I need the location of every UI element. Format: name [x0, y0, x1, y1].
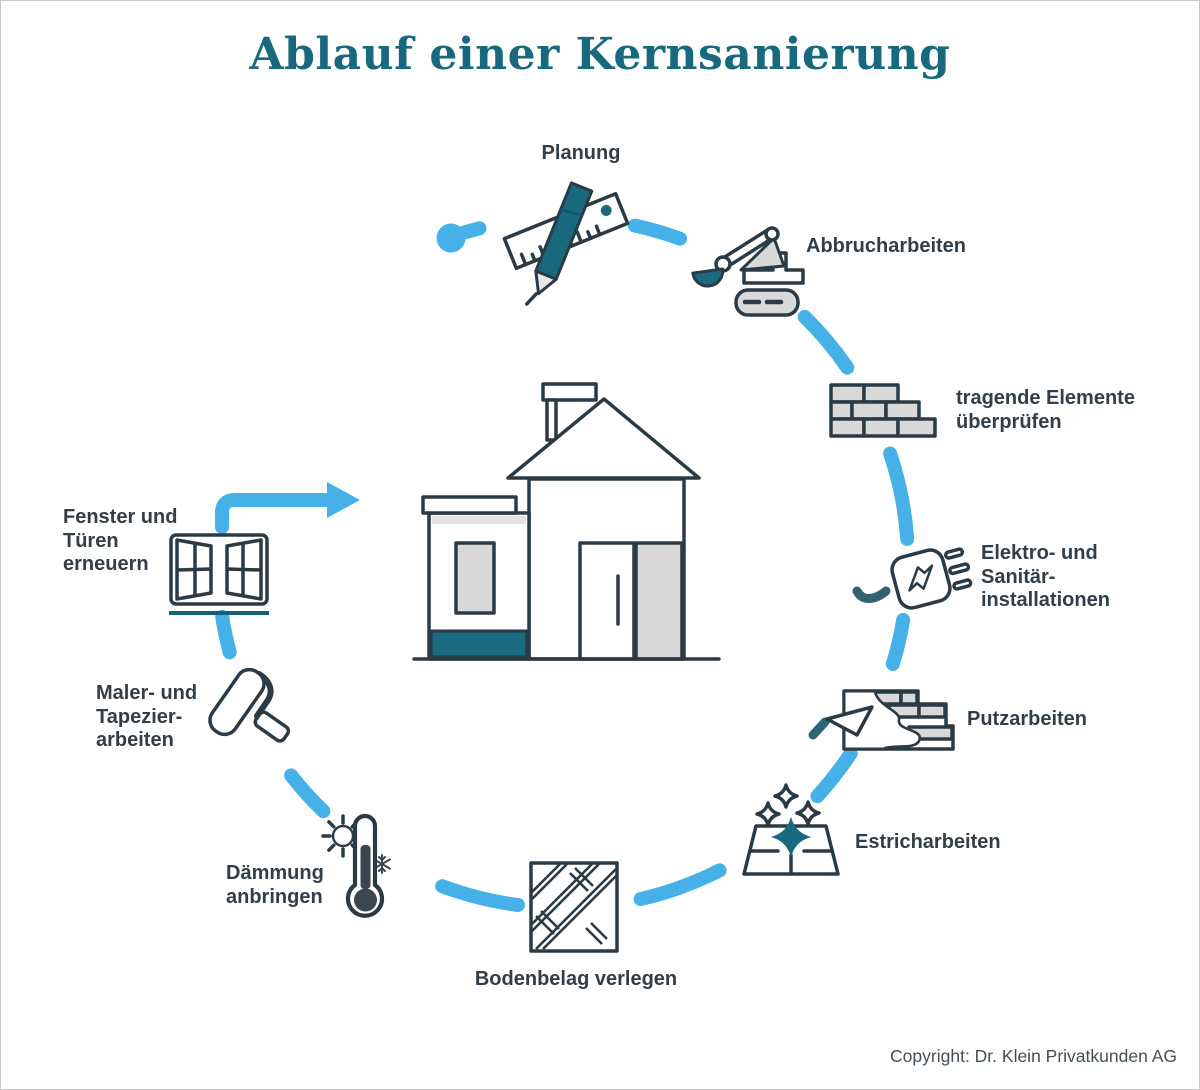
step-label-putzarbeiten: Putzarbeiten	[967, 708, 1088, 730]
paint-roller-icon	[208, 667, 291, 743]
path-dash	[633, 863, 727, 907]
cycle-path	[215, 218, 915, 912]
copyright-text: Copyright: Dr. Klein Privatkunden AG	[890, 1046, 1177, 1066]
step-label-planung: Planung	[541, 142, 621, 164]
flow-arrow	[215, 482, 360, 534]
screed-floor-icon	[742, 783, 840, 876]
path-dash	[284, 768, 331, 819]
path-dash	[435, 879, 525, 912]
excavator-icon	[691, 226, 805, 317]
open-window-icon	[169, 533, 269, 615]
thermometer-icon	[321, 813, 391, 918]
path-dash	[885, 612, 911, 671]
path-dash	[627, 218, 687, 246]
path-dash	[797, 309, 855, 375]
step-label-fenster-tueren: Fenster und Türen erneuern	[63, 506, 178, 575]
step-label-elektro-sanitaer: Elektro- und Sanitär- installationen	[981, 542, 1110, 611]
step-label-estricharbeiten: Estricharbeiten	[855, 831, 1001, 853]
plaster-trowel-icon	[808, 689, 955, 751]
start-dot	[436, 223, 466, 253]
step-label-maler-tapezier: Maler- und Tapezier- arbeiten	[96, 682, 198, 751]
step-label-abbrucharbeiten: Abbrucharbeiten	[806, 235, 967, 257]
house-icon	[412, 382, 721, 661]
path-dash	[883, 446, 915, 546]
step-label-bodenbelag: Bodenbelag verlegen	[474, 968, 678, 990]
step-label-tragende-elemente: tragende Elemente überprüfen	[956, 387, 1135, 433]
page-title: Ablauf einer Kernsanierung	[249, 29, 951, 80]
path-dash	[810, 746, 858, 804]
power-plug-icon	[852, 547, 973, 610]
step-label-daemmung: Dämmung anbringen	[226, 862, 324, 908]
pencil-ruler-icon	[502, 181, 630, 306]
path-dash	[215, 609, 237, 660]
parquet-floor-icon	[529, 861, 619, 953]
brick-wall-icon	[829, 383, 937, 438]
